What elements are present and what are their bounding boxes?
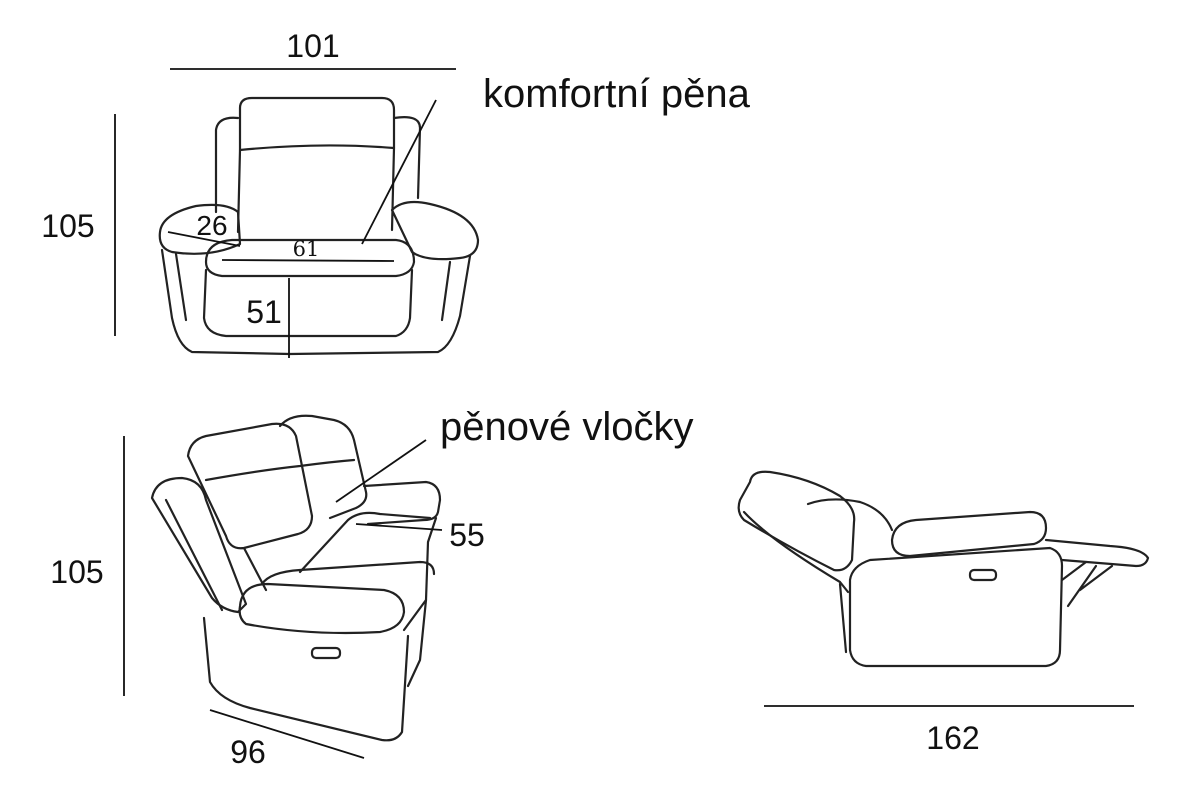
perspective-base-side-2 bbox=[406, 598, 428, 688]
side-footrest bbox=[1044, 538, 1150, 568]
front-base-right-inner bbox=[440, 260, 452, 322]
front-base-left-inner bbox=[174, 252, 188, 322]
front-back-side-right bbox=[392, 116, 422, 200]
perspective-back-cushion-left bbox=[186, 422, 314, 550]
side-back-frame bbox=[742, 510, 850, 594]
front-armrest-line bbox=[167, 231, 241, 247]
side-back-cushion-inner bbox=[806, 498, 894, 532]
perspective-armrest-front bbox=[238, 582, 406, 635]
side-length-label: 162 bbox=[926, 720, 979, 756]
perspective-arm-left bbox=[150, 476, 248, 614]
side-footrest-mechanism bbox=[1060, 560, 1114, 608]
perspective-seat-line bbox=[298, 511, 432, 574]
front-callout-label: komfortní pěna bbox=[483, 72, 751, 116]
front-callout-leader bbox=[361, 99, 437, 245]
front-base-left bbox=[160, 248, 292, 356]
perspective-control-button bbox=[310, 646, 342, 660]
front-height-label: 105 bbox=[41, 208, 94, 244]
front-seat-front bbox=[202, 268, 414, 338]
perspective-height-label: 105 bbox=[50, 554, 103, 590]
front-armrest-label: 26 bbox=[196, 210, 227, 241]
front-seat-width-line bbox=[221, 259, 395, 262]
perspective-back-cushion-right bbox=[278, 414, 368, 520]
front-backrest bbox=[238, 96, 396, 152]
perspective-view-sofa: 105 96 55 pěnové vločky bbox=[50, 405, 693, 770]
side-control-button bbox=[968, 568, 998, 582]
perspective-depth-line bbox=[209, 709, 365, 759]
perspective-callout-label: pěnové vločky bbox=[440, 405, 693, 449]
front-view-armchair: 101 105 26 61 51 komfortní pěna bbox=[41, 28, 751, 358]
front-base-right bbox=[288, 254, 472, 356]
front-armrest-right bbox=[390, 200, 480, 261]
front-seat-height-label: 51 bbox=[246, 294, 282, 330]
front-armrest-left bbox=[158, 203, 242, 255]
perspective-arm-left-inner bbox=[164, 498, 224, 612]
perspective-depth-label: 96 bbox=[230, 734, 266, 770]
perspective-back-seam bbox=[204, 458, 356, 592]
perspective-seat-cushion bbox=[260, 560, 436, 586]
perspective-base-front bbox=[202, 616, 410, 742]
front-back-side-left bbox=[214, 116, 240, 214]
front-seat-width-label: 61 bbox=[293, 237, 320, 261]
front-backrest-lower bbox=[236, 146, 396, 234]
side-body bbox=[848, 546, 1064, 668]
side-body-inner bbox=[838, 582, 848, 654]
perspective-arm-right bbox=[362, 480, 442, 526]
side-view-reclined: 162 bbox=[737, 470, 1150, 756]
perspective-arm-height-label: 55 bbox=[449, 517, 485, 553]
perspective-arm-height-line bbox=[355, 523, 443, 531]
front-width-label: 101 bbox=[286, 28, 339, 64]
perspective-base-side bbox=[402, 516, 438, 632]
side-back-cushion-outer bbox=[737, 470, 856, 572]
side-armrest bbox=[890, 510, 1048, 558]
perspective-callout-leader bbox=[335, 439, 427, 503]
